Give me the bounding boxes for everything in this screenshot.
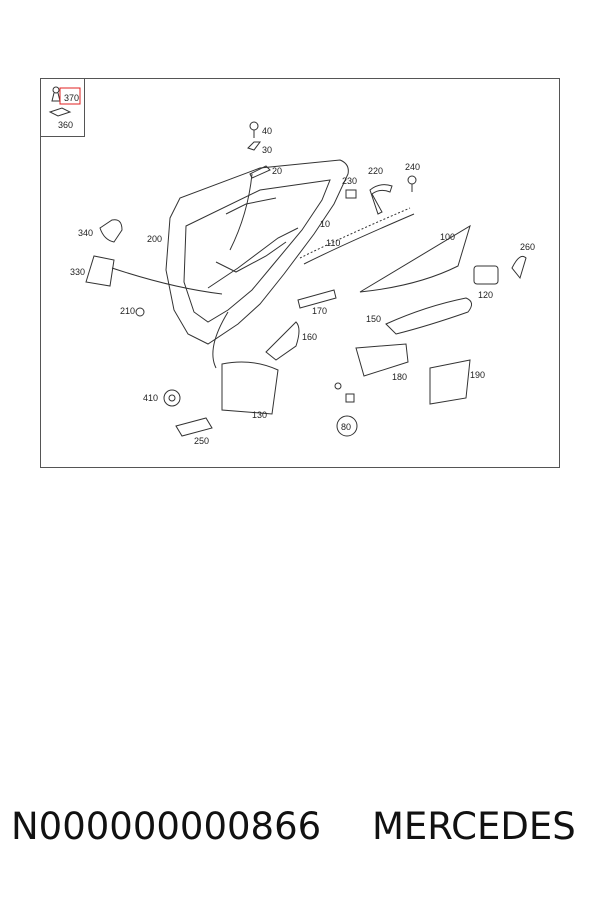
mirror-cover-340-icon — [99, 219, 123, 243]
callout-260: 260 — [520, 242, 535, 252]
callout-20: 20 — [272, 166, 282, 176]
speaker-410-icon — [163, 389, 181, 407]
pull-handle-250 — [175, 417, 213, 437]
part-number: N000000000866 — [11, 805, 322, 848]
callout-40: 40 — [262, 126, 272, 136]
callout-100: 100 — [440, 232, 455, 242]
grab-handle-150 — [385, 297, 472, 335]
strip-170 — [297, 289, 337, 309]
callout-160: 160 — [302, 332, 317, 342]
callout-150: 150 — [366, 314, 381, 324]
trim-strip-220-icon — [369, 184, 393, 215]
callout-190: 190 — [470, 370, 485, 380]
callout-180: 180 — [392, 372, 407, 382]
callout-210: 210 — [120, 306, 135, 316]
fastener-210-icon — [135, 307, 145, 317]
callout-370: 370 — [64, 93, 79, 103]
callout-170: 170 — [312, 306, 327, 316]
callout-230: 230 — [342, 176, 357, 186]
clip-icon — [51, 86, 61, 102]
callout-410: 410 — [143, 393, 158, 403]
pocket-130 — [221, 361, 279, 415]
callout-240: 240 — [405, 162, 420, 172]
clip-80-icon — [334, 382, 355, 403]
cover-190 — [429, 359, 471, 405]
callout-130: 130 — [252, 410, 267, 420]
cover-330-icon — [85, 255, 115, 287]
window-glass-100 — [359, 224, 471, 293]
bracket-icon — [247, 141, 261, 151]
cover-180 — [355, 343, 409, 377]
seal-strip-110 — [299, 207, 411, 259]
switch-120 — [473, 265, 499, 285]
callout-80: 80 — [341, 422, 351, 432]
callout-10: 10 — [320, 219, 330, 229]
callout-220: 220 — [368, 166, 383, 176]
callout-200: 200 — [147, 234, 162, 244]
callout-250: 250 — [194, 436, 209, 446]
exploded-parts-diagram: 370 360 40 30 20 230 220 240 10 200 340 … — [48, 86, 535, 446]
footer-caption: N000000000866 MERCEDES — [0, 805, 600, 865]
inset-box — [41, 79, 85, 137]
trim-260 — [511, 255, 527, 280]
callout-circle-80 — [336, 415, 358, 437]
door-panel — [165, 159, 349, 345]
callout-30: 30 — [262, 145, 272, 155]
callout-330: 330 — [70, 267, 85, 277]
callout-120: 120 — [478, 290, 493, 300]
brand-name: MERCEDES — [372, 805, 576, 848]
clip-230-icon — [345, 189, 357, 199]
panel-160 — [265, 321, 300, 361]
spring-clip-icon — [48, 107, 72, 117]
callout-340: 340 — [78, 228, 93, 238]
callout-360: 360 — [58, 120, 73, 130]
bolt-icon — [249, 121, 259, 138]
highlight-box — [59, 87, 81, 105]
callout-110: 110 — [326, 238, 340, 248]
screw-240-icon — [407, 175, 417, 192]
